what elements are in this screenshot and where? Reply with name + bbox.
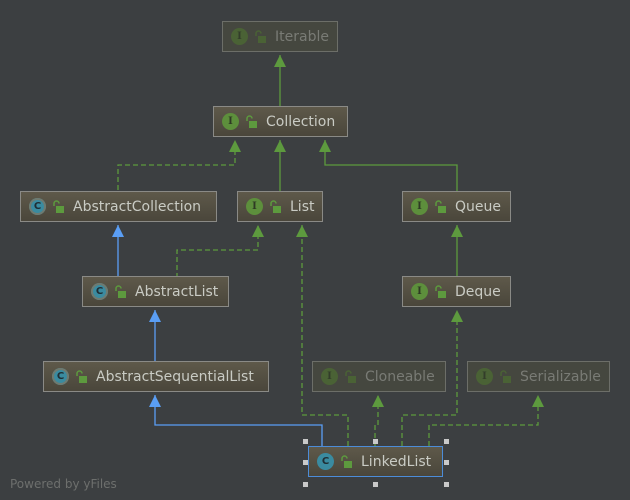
- interface-icon: I: [411, 283, 428, 300]
- node-label: Serializable: [520, 368, 601, 385]
- edge-abstractlist-list: [176, 225, 264, 278]
- unlocked-icon: [345, 369, 356, 383]
- unlocked-icon: [270, 199, 281, 213]
- node-label: List: [290, 198, 315, 215]
- node-label: Cloneable: [365, 368, 435, 385]
- resize-handle-se[interactable]: [444, 482, 449, 487]
- edge-linkedlist-list: [296, 225, 349, 446]
- abstract-class-icon: C: [29, 198, 46, 215]
- edge-linkedlist-cloneable: [372, 395, 384, 446]
- edge-queue-collection: [319, 140, 458, 193]
- edge-linkedlist-abstractsequentiallist: [149, 395, 323, 446]
- node-queue[interactable]: I Queue: [402, 191, 511, 222]
- node-iterable[interactable]: I Iterable: [222, 21, 338, 52]
- node-deque[interactable]: I Deque: [402, 276, 511, 307]
- unlocked-icon: [115, 284, 126, 298]
- unlocked-icon: [500, 369, 511, 383]
- interface-icon: I: [246, 198, 263, 215]
- node-label: AbstractList: [135, 283, 219, 300]
- node-label: AbstractCollection: [73, 198, 202, 215]
- node-label: AbstractSequentialList: [96, 368, 254, 385]
- node-abstract-collection[interactable]: C AbstractCollection: [20, 191, 217, 222]
- node-label: Collection: [266, 113, 336, 130]
- unlocked-icon: [255, 29, 266, 43]
- abstract-class-icon: C: [52, 368, 69, 385]
- unlocked-icon: [246, 114, 257, 128]
- unlocked-icon: [435, 284, 446, 298]
- node-abstract-list[interactable]: C AbstractList: [82, 276, 229, 307]
- unlocked-icon: [53, 199, 64, 213]
- node-abstract-sequential-list[interactable]: C AbstractSequentialList: [43, 361, 269, 392]
- edge-abstractcollection-collection: [117, 140, 241, 190]
- edge-linkedlist-deque: [401, 310, 463, 446]
- unlocked-icon: [435, 199, 446, 213]
- unlocked-icon: [341, 454, 352, 468]
- node-linked-list[interactable]: C LinkedList: [308, 446, 443, 477]
- resize-handle-nw[interactable]: [303, 439, 308, 444]
- abstract-class-icon: C: [91, 283, 108, 300]
- node-label: Queue: [455, 198, 501, 215]
- interface-icon: I: [321, 368, 338, 385]
- node-collection[interactable]: I Collection: [213, 106, 348, 137]
- node-label: Deque: [455, 283, 501, 300]
- interface-icon: I: [222, 113, 239, 130]
- resize-handle-w[interactable]: [303, 460, 308, 465]
- node-list[interactable]: I List: [237, 191, 323, 222]
- node-serializable[interactable]: I Serializable: [467, 361, 610, 392]
- resize-handle-s[interactable]: [373, 482, 378, 487]
- interface-icon: I: [231, 28, 248, 45]
- resize-handle-e[interactable]: [444, 460, 449, 465]
- resize-handle-ne[interactable]: [444, 439, 449, 444]
- node-label: Iterable: [275, 28, 329, 45]
- class-icon: C: [317, 453, 334, 470]
- edge-linkedlist-serializable: [428, 395, 544, 446]
- interface-icon: I: [411, 198, 428, 215]
- powered-by-label: Powered by yFiles: [10, 477, 117, 491]
- unlocked-icon: [76, 369, 87, 383]
- resize-handle-sw[interactable]: [303, 482, 308, 487]
- resize-handle-n[interactable]: [373, 439, 378, 444]
- node-label: LinkedList: [361, 453, 432, 470]
- node-cloneable[interactable]: I Cloneable: [312, 361, 446, 392]
- interface-icon: I: [476, 368, 493, 385]
